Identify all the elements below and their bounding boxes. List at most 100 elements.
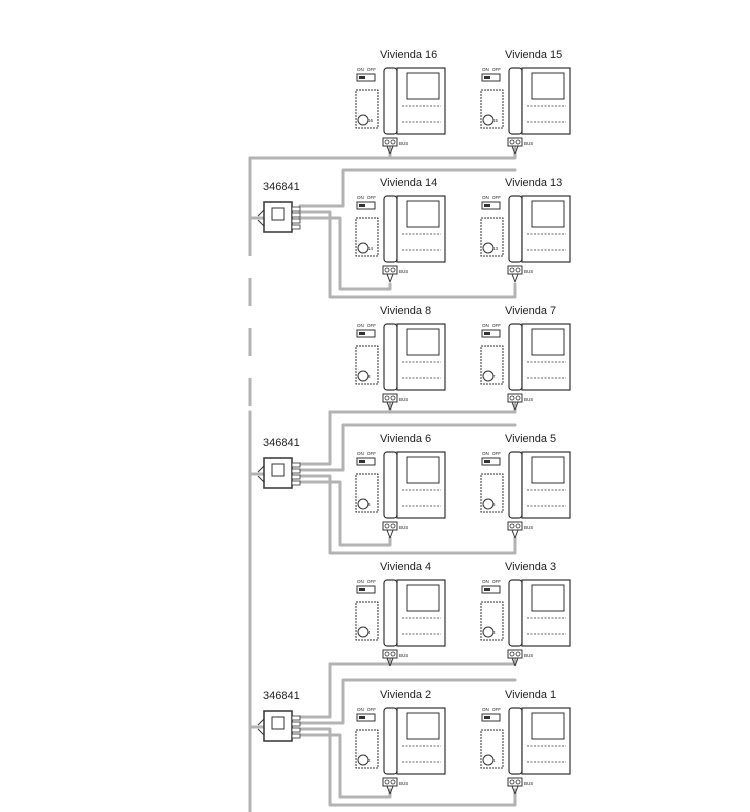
terminal-wire [386, 785, 394, 795]
unit-number: 7 [493, 374, 496, 379]
address-dial [482, 370, 494, 382]
bus-terminal [507, 265, 523, 275]
terminal-screw [390, 267, 396, 273]
bus-label: BUS [399, 525, 408, 530]
dip-switch-knob [484, 716, 490, 719]
terminal-screw [390, 779, 396, 785]
switch-off-label: OFF [492, 579, 501, 584]
switch-on-label: ON [357, 67, 364, 72]
bus-terminal [507, 393, 523, 403]
switch-on-label: ON [482, 707, 489, 712]
switch-off-label: OFF [367, 323, 376, 328]
unit-number: 15 [493, 118, 499, 123]
distributor-input [257, 465, 265, 483]
switch-on-label: ON [482, 451, 489, 456]
unit-label: Vivienda 16 [380, 49, 437, 61]
address-dial [482, 626, 494, 638]
b2-feed-7 [328, 402, 517, 414]
distributor-output-terminal [291, 468, 301, 474]
terminal-wire [386, 401, 394, 411]
b1-out-up [298, 168, 517, 208]
distributor-346841: 346841 [257, 181, 301, 233]
bus-terminal [382, 265, 398, 275]
distributor-output-terminal [291, 206, 301, 212]
distributor-input [257, 718, 265, 736]
terminal-screw [384, 395, 390, 401]
terminal-wire [511, 273, 519, 283]
address-dial [357, 114, 369, 126]
switch-off-label: OFF [367, 451, 376, 456]
distributor-output-terminal [291, 224, 301, 230]
b3-feed-4 [328, 654, 392, 666]
bus-terminal [382, 393, 398, 403]
unit-number: 1 [493, 758, 496, 763]
monitor-screen [406, 712, 440, 740]
bus-label: BUS [524, 141, 533, 146]
switch-on-label: ON [357, 195, 364, 200]
distributor-output-terminal [291, 474, 301, 480]
monitor-screen [531, 200, 565, 228]
address-dial [357, 370, 369, 382]
dip-switch [356, 329, 376, 338]
unit-label: Vivienda 8 [380, 305, 431, 317]
terminal-screw [509, 651, 515, 657]
bus-label: BUS [399, 141, 408, 146]
unit-number: 3 [493, 630, 496, 635]
distributor-output-terminal [291, 218, 301, 224]
handset [383, 451, 398, 519]
dip-switch-knob [484, 204, 490, 207]
bus-label: BUS [524, 525, 533, 530]
terminal-screw [384, 651, 390, 657]
dip-switch [481, 713, 501, 722]
dip-switch-knob [359, 332, 365, 335]
monitor-screen [531, 72, 565, 100]
unit-label: Vivienda 14 [380, 177, 437, 189]
terminal-screw [515, 395, 521, 401]
monitor-screen [406, 328, 440, 356]
feed-row1-left [248, 146, 392, 160]
b3-out-top [298, 678, 517, 725]
dip-switch [356, 73, 376, 82]
bus-terminal [507, 521, 523, 531]
handset [508, 579, 523, 647]
switch-off-label: OFF [367, 707, 376, 712]
unit-label: Vivienda 6 [380, 433, 431, 445]
switch-off-label: OFF [367, 195, 376, 200]
terminal-screw [390, 651, 396, 657]
handset [383, 67, 398, 135]
dip-switch-knob [484, 460, 490, 463]
handset [383, 323, 398, 391]
terminal-screw [509, 523, 515, 529]
distributor-output-terminal [291, 733, 301, 739]
distributor-output-terminal [291, 721, 301, 727]
bus-label: BUS [524, 397, 533, 402]
unit-number: 8 [368, 374, 371, 379]
dip-switch-knob [484, 588, 490, 591]
monitor-screen [406, 584, 440, 612]
unit-label: Vivienda 7 [505, 305, 556, 317]
dip-switch-knob [359, 588, 365, 591]
b2-out-top [298, 423, 517, 472]
switch-off-label: OFF [367, 579, 376, 584]
switch-off-label: OFF [367, 67, 376, 72]
dip-switch [481, 585, 501, 594]
terminal-wire [386, 145, 394, 155]
unit-number: 6 [368, 502, 371, 507]
terminal-wire [386, 657, 394, 667]
dip-switch-knob [359, 204, 365, 207]
switch-off-label: OFF [492, 67, 501, 72]
terminal-screw [384, 139, 390, 145]
address-dial [482, 242, 494, 254]
unit-label: Vivienda 4 [380, 561, 431, 573]
handset [508, 195, 523, 263]
dip-switch [481, 201, 501, 210]
unit-number: 4 [368, 630, 371, 635]
handset [508, 451, 523, 519]
distributor-input [257, 209, 265, 227]
terminal-wire [386, 273, 394, 283]
